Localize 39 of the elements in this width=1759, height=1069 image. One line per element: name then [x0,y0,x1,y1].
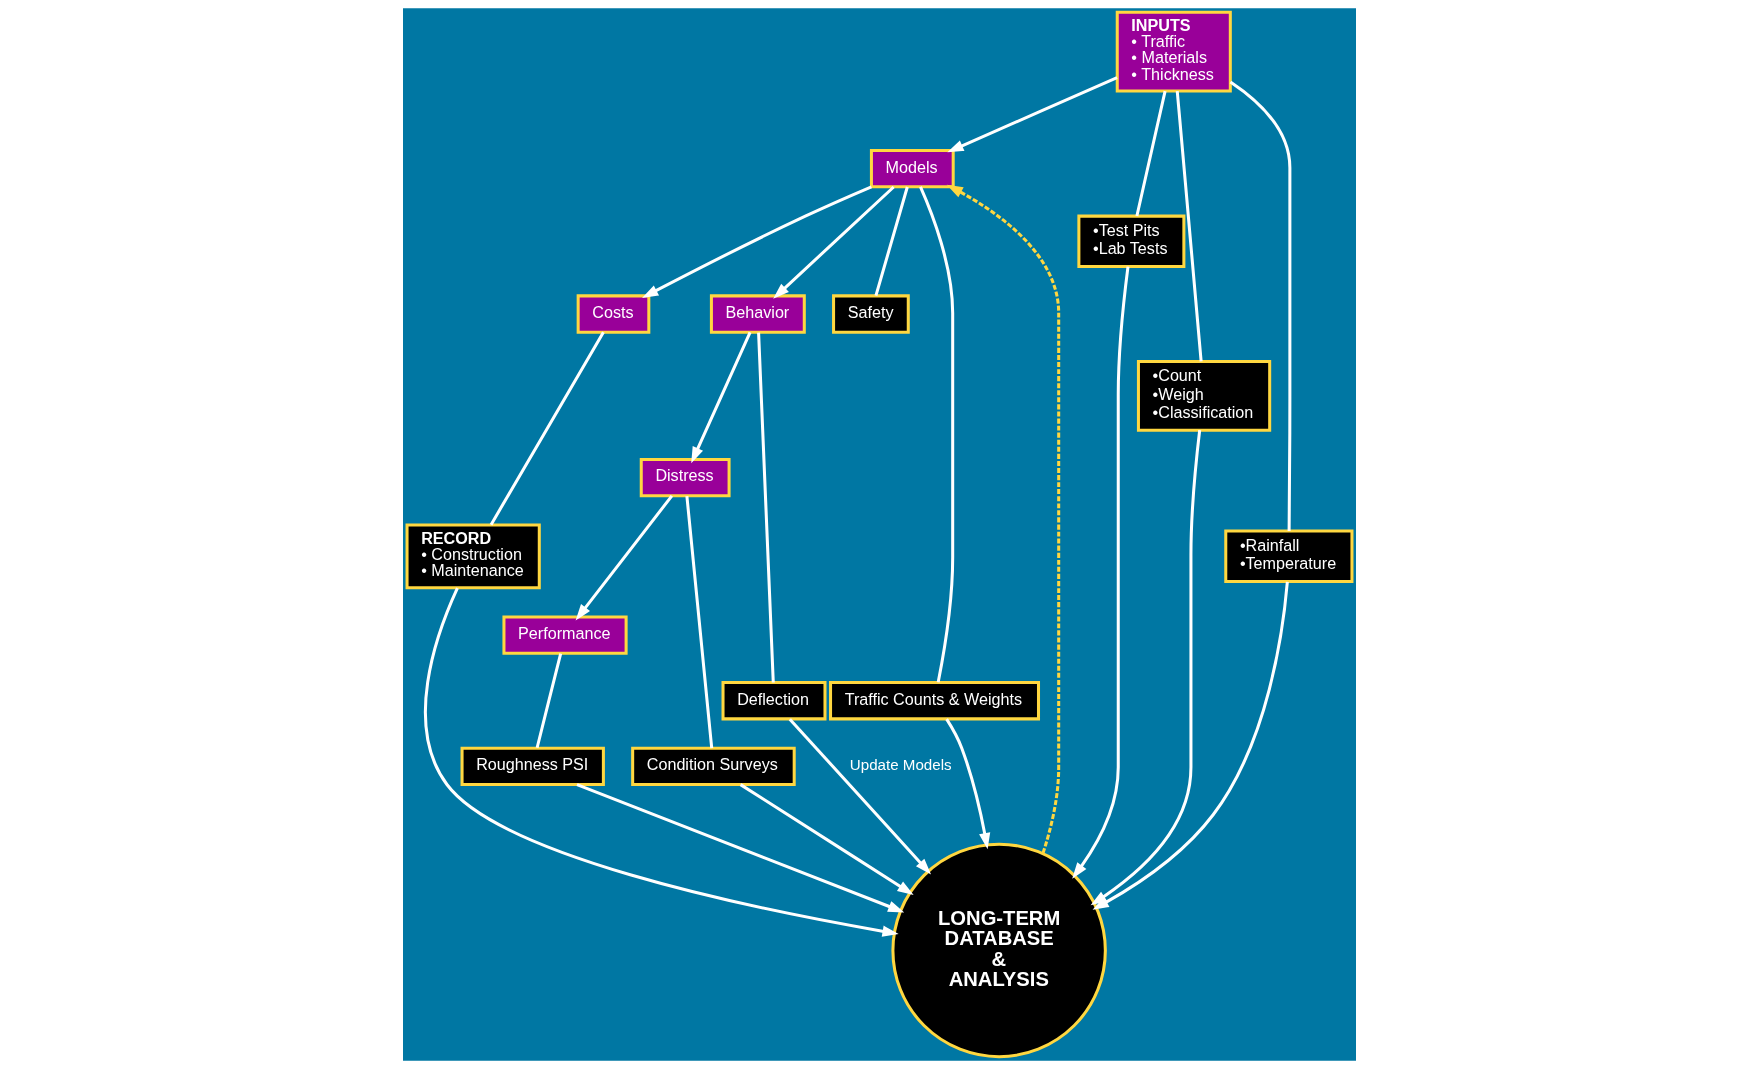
arrow [576,783,905,913]
arrow [1090,430,1202,906]
arrow [946,184,1061,854]
arrow [642,185,872,298]
node-box: Traffic Counts & Weights [829,681,1040,721]
node-box: Deflection [721,681,827,721]
arrow [945,718,991,850]
node-box: Distress [639,457,731,498]
arrow [424,587,899,937]
node-box: •Test Pits •Lab Tests [1077,214,1186,269]
arrow [739,783,914,895]
arrow [947,76,1118,153]
connector [919,186,955,683]
connector [1229,80,1292,531]
edge-label: Update Models [849,755,952,773]
node-box: Performance [502,615,628,655]
connector [489,331,605,526]
arrow [1092,581,1289,910]
arrow [1072,266,1130,879]
connector [757,332,775,683]
node-box: Models [869,149,955,189]
node-box: Roughness PSI [460,746,605,786]
node-box: Costs [576,294,651,334]
node-box: Condition Surveys [631,746,796,786]
node-box: Behavior [709,294,806,334]
arrow [788,718,932,875]
connector [874,186,909,297]
arrow [691,331,752,464]
connector [685,495,714,749]
arrow [773,185,895,299]
node-box: •Count •Weigh •Classification [1136,360,1272,432]
node-box: RECORD • Construction • Maintenance [405,523,541,590]
arrow [575,494,674,621]
connector [1175,91,1203,362]
node-box: INPUTS • Traffic • Materials • Thickness [1115,10,1232,93]
node-box: •Rainfall •Temperature [1224,529,1354,584]
connector [535,653,563,749]
node-box: Safety [832,294,910,334]
connector [1135,90,1167,217]
